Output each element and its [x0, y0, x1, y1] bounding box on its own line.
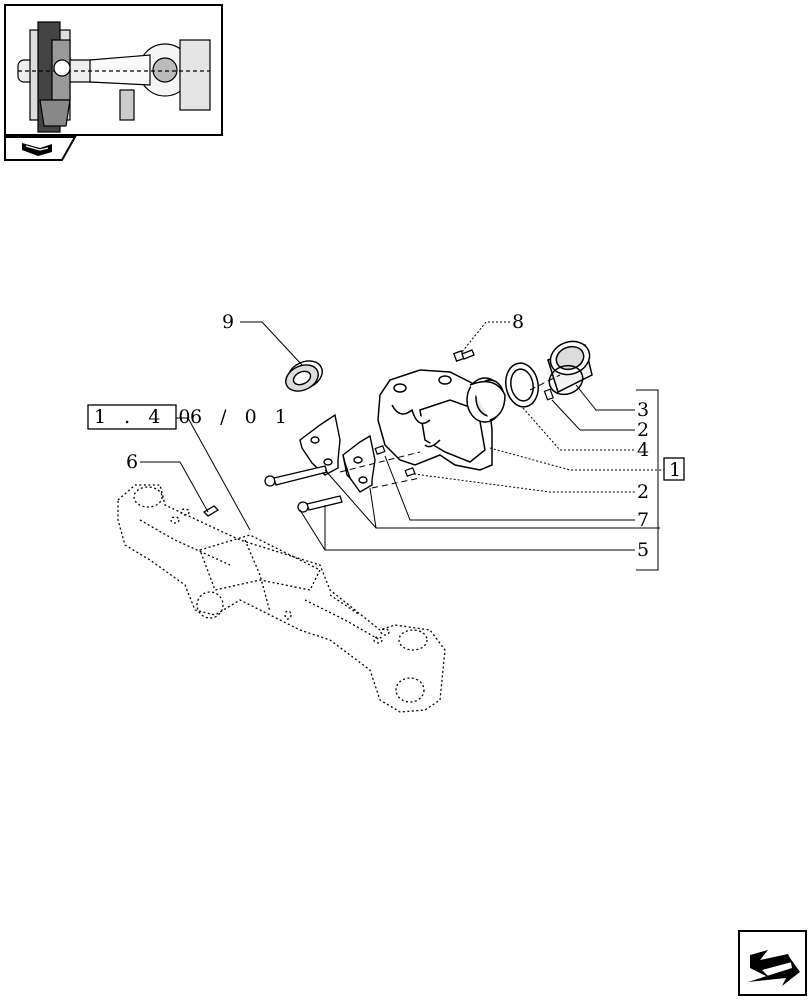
callout-5: 5 [637, 539, 649, 561]
bearing-support-housing [377, 369, 506, 471]
small-pin-pair [374, 445, 416, 477]
half-cap-upper-part [299, 413, 341, 476]
group-label: 1 [669, 459, 681, 481]
reference-suffix-label: 6 / 0 1 [190, 406, 293, 428]
long-bolt-upper-part [264, 465, 328, 487]
reference-box-label: 1 . 4 0 [94, 406, 196, 428]
callout-8: 8 [512, 311, 524, 333]
dowel-pin-part [202, 505, 220, 517]
thumbnail-tab[interactable] [4, 136, 77, 161]
callout-7: 7 [637, 509, 649, 531]
callout-9: 9 [222, 311, 234, 333]
bushing-part [547, 340, 593, 396]
callout-2-lower: 2 [637, 481, 649, 503]
next-page-button[interactable] [738, 930, 807, 996]
callout-6: 6 [126, 451, 138, 473]
callout-2-upper: 2 [637, 419, 649, 441]
group-label-box[interactable]: 1 [663, 457, 685, 481]
snap-ring-part [505, 362, 539, 408]
next-page-arrow-icon [748, 950, 800, 986]
long-bolt-lower-part [297, 495, 343, 513]
pin-part [543, 388, 554, 401]
axle-housing-ghost [117, 484, 446, 713]
leader-lines [140, 321, 662, 571]
callout-3: 3 [637, 399, 649, 421]
half-cap-lower-part [342, 434, 376, 493]
seal-ring-part [285, 360, 323, 392]
callout-4: 4 [637, 439, 649, 461]
overview-thumbnail[interactable] [4, 4, 223, 136]
book-arrow-icon [22, 143, 52, 156]
reference-box[interactable]: 1 . 4 0 [87, 404, 196, 430]
small-bolt-part [453, 349, 475, 362]
